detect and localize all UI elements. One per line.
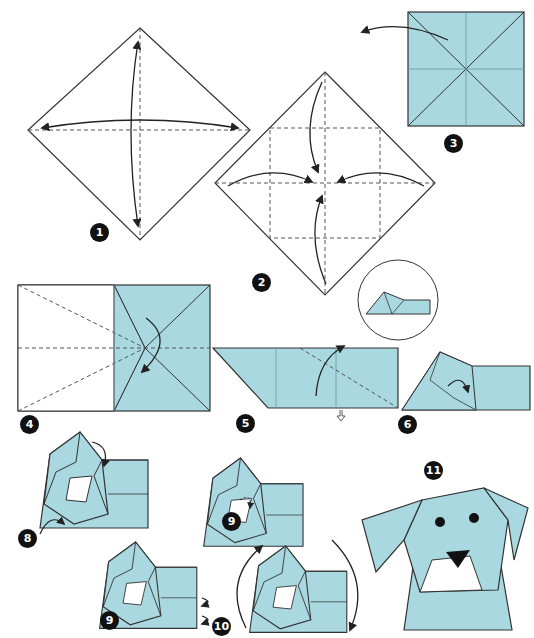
callout-number: 1 [90, 223, 109, 242]
callout-number: 10 [212, 617, 231, 636]
callout-number: 3 [444, 134, 463, 153]
callout-number: 9 [100, 611, 119, 630]
callout-number: 11 [424, 461, 443, 480]
callout-number: 6 [398, 415, 417, 434]
callout-number: 5 [236, 414, 255, 433]
callout-number: 8 [18, 529, 37, 548]
callout-number: 4 [20, 415, 39, 434]
callout-number: 9 [222, 512, 241, 531]
callout-number: 2 [252, 273, 271, 292]
